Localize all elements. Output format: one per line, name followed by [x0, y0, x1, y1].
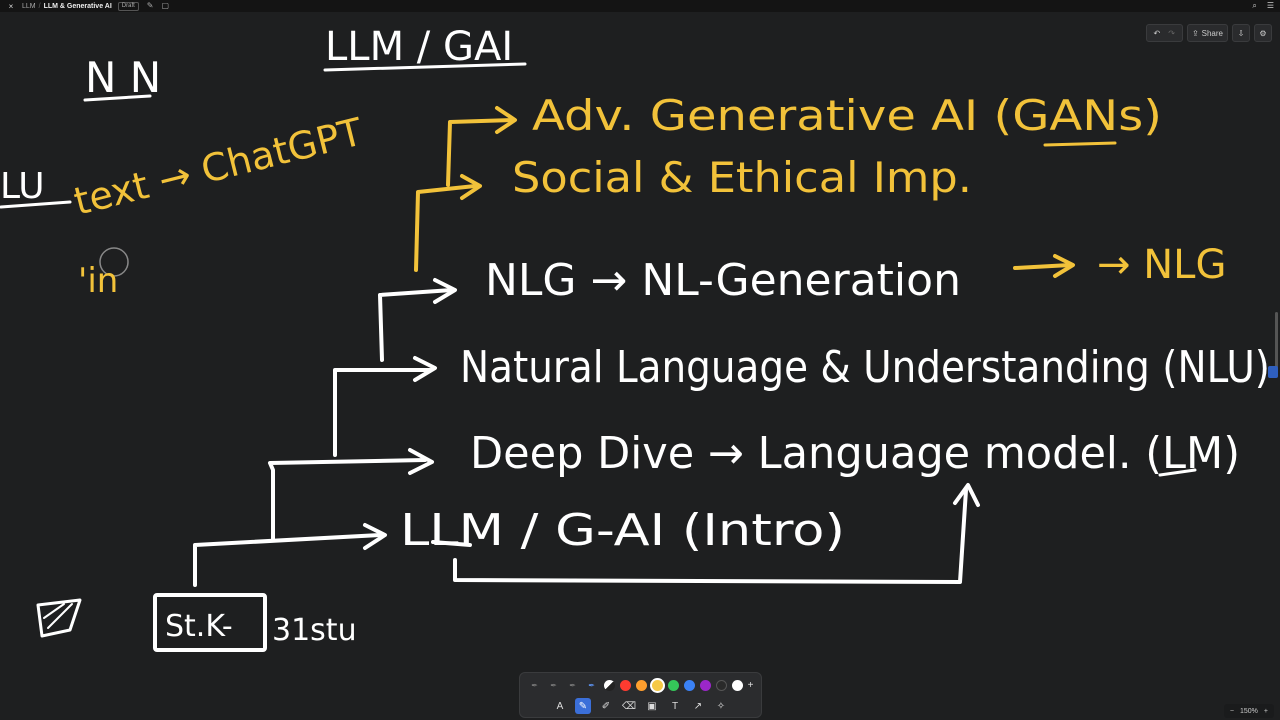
color-swatch-red[interactable] [619, 679, 631, 691]
color-swatch-black[interactable] [715, 679, 727, 691]
yellow-arrows [414, 106, 1117, 278]
nlu-line: Natural Language & Understanding (NLU) [460, 342, 1270, 393]
breadcrumb-root[interactable]: LLM [22, 2, 36, 10]
color-row: ✒ ✒ ✒ ✒ + [520, 677, 761, 693]
drawing-palette: ✒ ✒ ✒ ✒ + A ✎ ✐ ⌫ ▣ T ↗ ✧ [519, 672, 762, 718]
tool-row: A ✎ ✐ ⌫ ▣ T ↗ ✧ [520, 697, 761, 715]
page-title[interactable]: LLM & Generative AI [43, 2, 112, 10]
in-note: 'in [78, 261, 118, 301]
settings-button[interactable]: ⚙ [1254, 24, 1272, 42]
pen-preset-icon[interactable]: ✒ [531, 680, 538, 690]
vertical-scrollbar[interactable] [1275, 312, 1278, 368]
text-chatgpt-note: text → ChatGPT [70, 109, 368, 223]
undo-redo-group: ↶ ↷ [1145, 24, 1183, 42]
color-swatch-orange[interactable] [635, 679, 647, 691]
color-swatch-yellow[interactable] [651, 679, 663, 691]
download-button[interactable]: ⇩ [1232, 24, 1250, 42]
pen-preset-icon[interactable]: ✒ [569, 680, 576, 690]
text-tool-icon[interactable]: A [556, 700, 564, 712]
white-arrows [0, 62, 1197, 652]
status-badge: Draft [117, 1, 139, 11]
redo-icon[interactable]: ↷ [1168, 28, 1175, 38]
menu-icon[interactable]: ☰ [1266, 1, 1274, 10]
image-icon[interactable]: ▣ [647, 700, 657, 712]
share-icon: ⇪ [1191, 28, 1199, 38]
eraser-icon[interactable]: ⌫ [621, 700, 637, 712]
type-icon[interactable]: T [671, 700, 679, 712]
zoom-out-button[interactable]: − [1229, 707, 1234, 715]
color-swatch-white[interactable] [731, 679, 743, 691]
students-label: 31stu [272, 613, 357, 648]
lu-label: LU [0, 166, 45, 207]
nlg-line: NLG → NL-Generation [485, 255, 961, 306]
zoom-level[interactable]: 150% [1240, 707, 1258, 715]
side-panel-toggle[interactable] [1268, 366, 1278, 378]
close-icon[interactable]: × [8, 1, 14, 11]
folder-icon[interactable]: ▢ [161, 1, 170, 10]
board-toolbar: ↶ ↷ ⇪ Share ⇩ ⚙ [1145, 24, 1272, 42]
social-ethical-line: Social & Ethical Imp. [512, 153, 972, 202]
add-color-icon[interactable]: + [747, 679, 754, 691]
stk-label: St.K- [165, 609, 233, 644]
pen-tool-icon[interactable]: ✎ [575, 698, 591, 714]
pen-preset-icon[interactable]: ✒ [550, 680, 557, 690]
title-bar: × LLM / LLM & Generative AI Draft ✎ ▢ ⌕ … [0, 0, 1280, 12]
zoom-control: − 150% + [1223, 704, 1274, 718]
whiteboard-canvas[interactable]: LLM / GAI N N LU NLG → NL-Generation Nat… [0, 12, 1280, 720]
color-swatch-green[interactable] [667, 679, 679, 691]
arrow-icon[interactable]: ↗ [693, 700, 703, 712]
download-icon: ⇩ [1237, 28, 1245, 38]
nn-label: N N [85, 53, 161, 102]
adv-generative-line: Adv. Generative AI (GANs) [532, 91, 1162, 140]
undo-icon[interactable]: ↶ [1153, 28, 1161, 38]
color-swatch-blue[interactable] [683, 679, 695, 691]
search-icon[interactable]: ⌕ [1252, 1, 1257, 10]
drawing-layer: LLM / GAI N N LU NLG → NL-Generation Nat… [0, 24, 1270, 652]
nlg-yellow-label: → NLG [1097, 242, 1226, 288]
cursor-ring [99, 247, 129, 277]
color-contrast-swatch[interactable] [603, 679, 615, 691]
share-label: Share [1201, 28, 1223, 38]
deep-dive-line: Deep Dive → Language model. (LM) [470, 428, 1240, 479]
pen-preset-icon[interactable]: ✒ [588, 680, 595, 690]
laser-icon[interactable]: ✧ [716, 700, 726, 712]
gear-icon: ⚙ [1259, 28, 1267, 38]
share-button[interactable]: ⇪ Share [1186, 24, 1228, 42]
board-heading: LLM / GAI [325, 24, 513, 70]
breadcrumb: LLM / LLM & Generative AI [22, 3, 112, 10]
handwriting-white: LLM / GAI N N LU NLG → NL-Generation Nat… [0, 24, 1270, 648]
llm-intro-line: LLM / G-AI (Intro) [400, 505, 845, 556]
highlighter-icon[interactable]: ✐ [601, 700, 611, 712]
breadcrumb-separator: / [38, 2, 41, 10]
color-swatch-purple[interactable] [699, 679, 711, 691]
zoom-in-button[interactable]: + [1263, 707, 1268, 715]
edit-icon[interactable]: ✎ [146, 1, 154, 10]
